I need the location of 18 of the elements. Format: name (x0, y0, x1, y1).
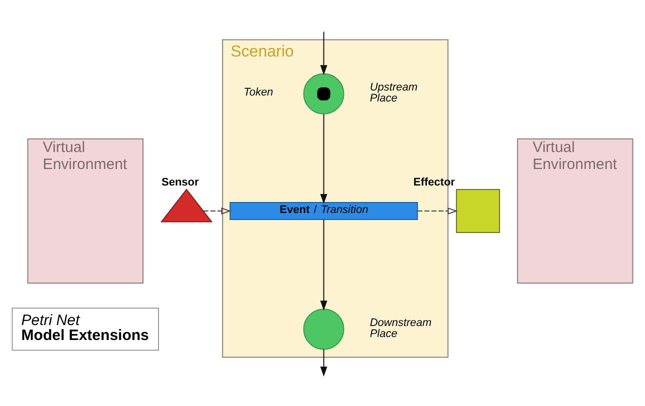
node-triangle (160, 188, 213, 222)
arrow (320, 30, 328, 75)
node-box: Event / Transition (230, 202, 418, 220)
arrow (320, 348, 328, 376)
node-circle (303, 72, 344, 114)
node-label: Token (244, 86, 274, 98)
node-label: Downstream Place (370, 316, 432, 340)
arrow (416, 207, 458, 214)
node-circle (303, 308, 344, 350)
arrow (202, 207, 232, 214)
node-box (456, 188, 500, 233)
arrow (320, 113, 328, 204)
node-label: Sensor (161, 176, 199, 188)
node-box: Petri Net Model Extensions (12, 307, 159, 350)
arrow (320, 218, 328, 310)
node-box: Virtual Environment (27, 138, 144, 284)
node-box: Virtual Environment (517, 138, 634, 284)
node-label: Upstream Place (370, 81, 418, 104)
